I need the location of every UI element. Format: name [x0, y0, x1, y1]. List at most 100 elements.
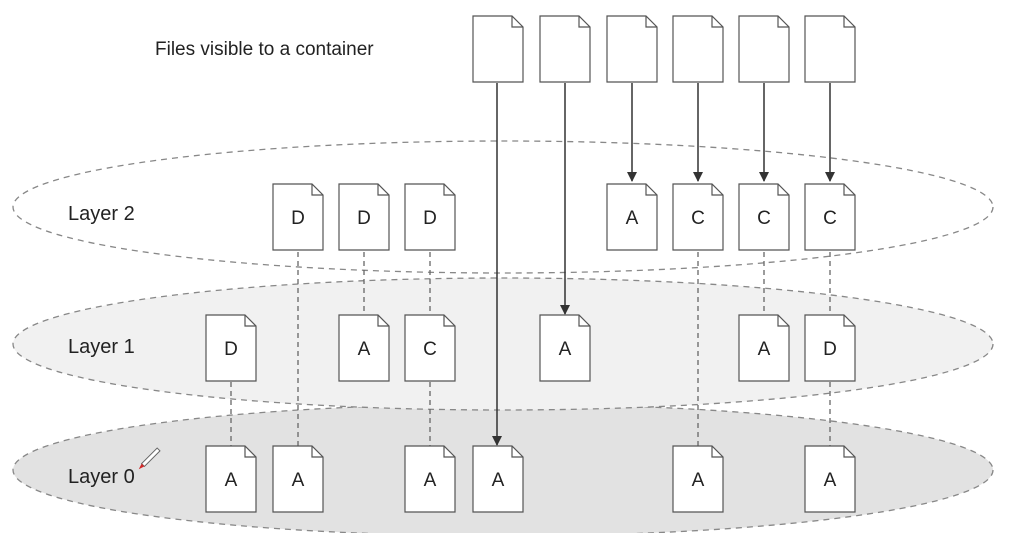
- file-corner-fold: [244, 446, 256, 458]
- file-corner-fold: [443, 446, 455, 458]
- layer0-file: A: [272, 445, 324, 513]
- visible-file: [472, 15, 524, 83]
- file-corner-fold: [443, 315, 455, 327]
- file-letter: D: [224, 339, 238, 360]
- file-corner-fold: [777, 184, 789, 196]
- file-letter: A: [358, 339, 371, 360]
- file-corner-fold: [377, 184, 389, 196]
- file-page-icon: [205, 445, 257, 513]
- layer1-label: Layer 1: [68, 336, 135, 358]
- file-corner-fold: [578, 315, 590, 327]
- file-corner-fold: [711, 446, 723, 458]
- file-page-icon: [804, 314, 856, 382]
- layer1-file: A: [539, 314, 591, 382]
- layer2-file: C: [672, 183, 724, 251]
- file-page-icon: [804, 445, 856, 513]
- file-corner-fold: [511, 16, 523, 28]
- visible-file: [804, 15, 856, 83]
- file-page-icon: [738, 183, 790, 251]
- file-page-icon: [338, 183, 390, 251]
- visible-files-row: [472, 15, 856, 83]
- file-page-icon: [338, 314, 390, 382]
- file-letter: A: [225, 470, 238, 491]
- file-page-icon: [272, 445, 324, 513]
- layer2-file: D: [272, 183, 324, 251]
- file-corner-fold: [311, 446, 323, 458]
- resolution-arrows: [492, 83, 835, 446]
- file-page-icon: [606, 183, 658, 251]
- file-page-icon: [404, 445, 456, 513]
- file-corner-fold: [711, 16, 723, 28]
- layer2-label: Layer 2: [68, 203, 135, 225]
- file-corner-fold: [578, 16, 590, 28]
- file-letter: A: [424, 470, 437, 491]
- file-letter: C: [691, 208, 705, 229]
- file-corner-fold: [777, 16, 789, 28]
- file-letter: D: [423, 208, 437, 229]
- visible-file: [606, 15, 658, 83]
- file-page-icon: [472, 15, 524, 83]
- file-page-icon: [472, 445, 524, 513]
- layer1-file: A: [738, 314, 790, 382]
- layer0-file: A: [804, 445, 856, 513]
- file-page-icon: [672, 183, 724, 251]
- layer0-label: Layer 0: [68, 466, 135, 488]
- layer0-file: A: [205, 445, 257, 513]
- file-letter: A: [824, 470, 837, 491]
- layer2-file: D: [404, 183, 456, 251]
- file-page-icon: [804, 15, 856, 83]
- file-page-icon: [672, 445, 724, 513]
- file-letter: A: [758, 339, 771, 360]
- file-page-icon: [672, 15, 724, 83]
- file-corner-fold: [511, 446, 523, 458]
- file-corner-fold: [777, 315, 789, 327]
- file-page-icon: [738, 15, 790, 83]
- file-page-icon: [804, 183, 856, 251]
- file-letter: D: [291, 208, 305, 229]
- layer0-file: A: [672, 445, 724, 513]
- layer2-file: D: [338, 183, 390, 251]
- file-page-icon: [606, 15, 658, 83]
- file-corner-fold: [645, 184, 657, 196]
- file-page-icon: [404, 183, 456, 251]
- layer0-file: A: [404, 445, 456, 513]
- layer1-file: D: [804, 314, 856, 382]
- diagram-title: Files visible to a container: [155, 39, 374, 60]
- layer2-file: C: [738, 183, 790, 251]
- file-page-icon: [272, 183, 324, 251]
- pencil-icon: [138, 447, 161, 470]
- file-letter: A: [492, 470, 505, 491]
- file-page-icon: [539, 15, 591, 83]
- file-letter: C: [423, 339, 437, 360]
- file-letter: D: [823, 339, 837, 360]
- layer1-file: A: [338, 314, 390, 382]
- visible-file: [738, 15, 790, 83]
- file-corner-fold: [443, 184, 455, 196]
- file-page-icon: [404, 314, 456, 382]
- dashed-links: [230, 252, 831, 446]
- layer0-file: A: [472, 445, 524, 513]
- file-corner-fold: [711, 184, 723, 196]
- layer2-file: C: [804, 183, 856, 251]
- file-letter: C: [823, 208, 837, 229]
- visible-file: [539, 15, 591, 83]
- file-corner-fold: [843, 16, 855, 28]
- file-corner-fold: [377, 315, 389, 327]
- layer1-file: C: [404, 314, 456, 382]
- file-corner-fold: [843, 315, 855, 327]
- file-corner-fold: [843, 446, 855, 458]
- layer1-file: D: [205, 314, 257, 382]
- file-letter: D: [357, 208, 371, 229]
- layer2-file: A: [606, 183, 658, 251]
- file-page-icon: [738, 314, 790, 382]
- file-letter: A: [692, 470, 705, 491]
- file-page-icon: [205, 314, 257, 382]
- file-letter: A: [559, 339, 572, 360]
- file-corner-fold: [244, 315, 256, 327]
- visible-file: [672, 15, 724, 83]
